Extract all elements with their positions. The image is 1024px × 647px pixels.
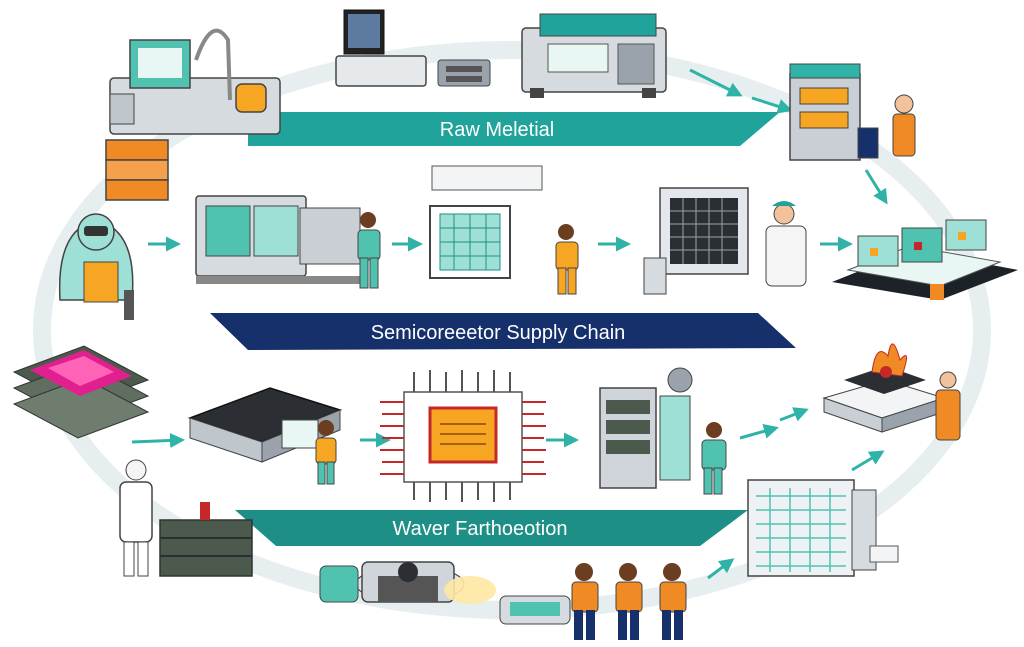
lab-coat-worker-icon	[119, 459, 153, 577]
lab-station-icon	[109, 28, 281, 135]
banner-wafer-fab-label: Waver Farthoeotion	[393, 518, 568, 540]
cleanroom-worker-icon	[58, 213, 134, 320]
arrow-13	[851, 450, 885, 472]
printer-machine-icon	[521, 13, 667, 98]
data-board-icon	[747, 479, 899, 577]
computer-terminal-icon	[335, 9, 491, 87]
engineer-team-icon	[571, 563, 687, 640]
robotic-equipment-icon	[599, 367, 693, 489]
banner-raw-material: Raw Meletial	[248, 112, 780, 146]
operator-worker-icon	[892, 94, 916, 157]
factory-model-icon	[832, 219, 1018, 300]
microchip-icon	[380, 370, 546, 502]
banner-raw-material-label: Raw Meletial	[440, 119, 554, 141]
wafer-panel-icon	[429, 165, 543, 279]
fabrication-machine-icon	[195, 195, 366, 284]
arrow-11	[739, 423, 779, 440]
storage-cabinet-icon	[159, 502, 253, 577]
operator-teal-icon	[701, 422, 727, 495]
inspector-worker-icon	[935, 371, 961, 441]
furnace-icon	[822, 343, 946, 433]
technician-worker-icon	[357, 212, 381, 289]
banner-wafer-fab: Waver Farthoeotion	[235, 510, 748, 546]
orange-boxes-icon	[105, 139, 169, 201]
arrow-12	[779, 407, 809, 422]
arrow-14	[707, 558, 735, 580]
flow-arrows	[131, 68, 888, 580]
banner-supply-chain: Semicoreeetor Supply Chain	[210, 313, 796, 350]
assistant-worker-icon	[555, 224, 579, 295]
arrow-6	[751, 96, 793, 114]
reactor-icon	[319, 561, 571, 625]
packager-worker-icon	[315, 420, 337, 485]
wafer-stack-icon	[12, 345, 150, 439]
arrow-8	[131, 432, 185, 448]
grid-panel-icon	[643, 187, 749, 295]
arrow-5	[689, 68, 743, 97]
arrow-7	[864, 169, 888, 205]
lab-scientist-icon	[765, 201, 807, 287]
banner-supply-chain-label: Semicoreeetor Supply Chain	[371, 322, 626, 344]
server-cabinet-icon	[789, 63, 879, 161]
